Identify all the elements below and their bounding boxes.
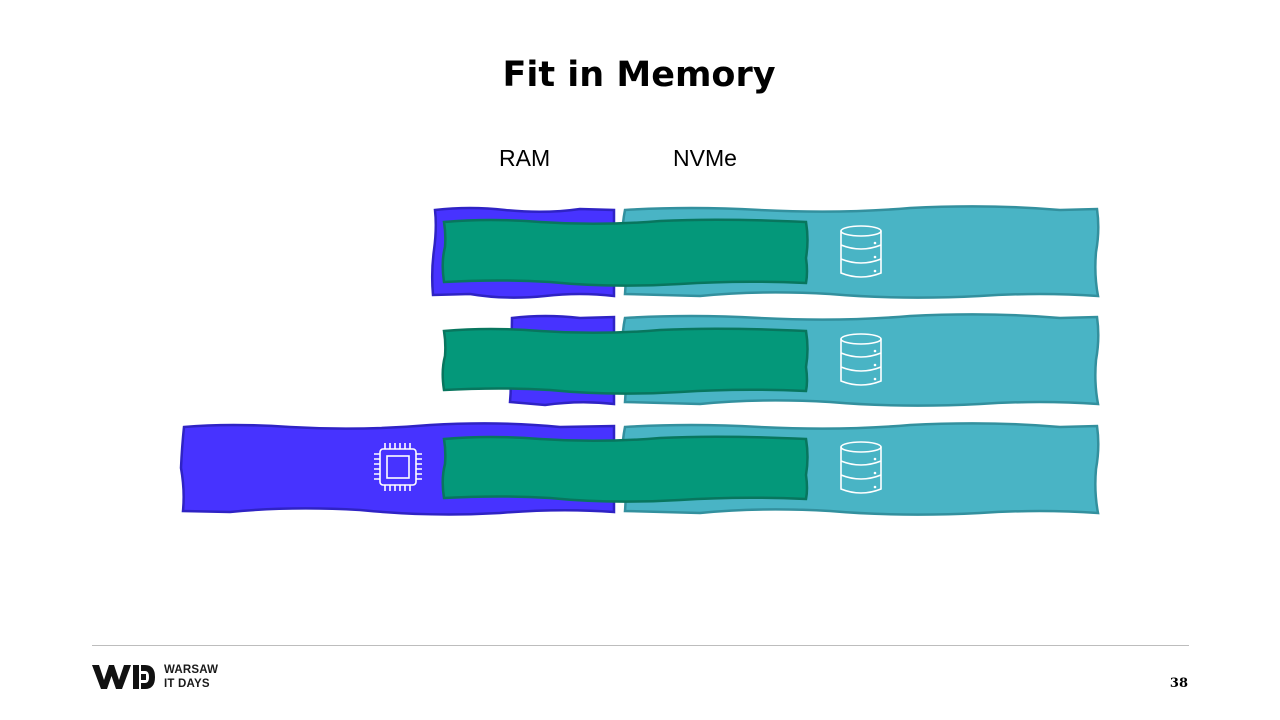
footer-divider bbox=[92, 645, 1189, 646]
memory-row-3 bbox=[179, 422, 1100, 516]
wid-logo bbox=[92, 665, 155, 689]
data-block bbox=[441, 218, 809, 287]
memory-row-2 bbox=[441, 313, 1100, 407]
database-icon bbox=[840, 441, 882, 494]
data-block bbox=[441, 327, 809, 395]
data-block bbox=[441, 435, 809, 503]
nvme-column-label: NVMe bbox=[673, 145, 737, 171]
cpu-chip-icon bbox=[374, 443, 422, 491]
brand-line-1: WARSAW bbox=[164, 664, 219, 676]
brand-wordmark: WARSAW IT DAYS bbox=[164, 663, 218, 691]
page-number: 38 bbox=[1169, 676, 1188, 691]
database-icon bbox=[840, 225, 882, 278]
memory-row-1 bbox=[430, 205, 1100, 299]
database-icon bbox=[840, 333, 882, 386]
ram-column-label: RAM bbox=[499, 145, 551, 171]
slide-title: Fit in Memory bbox=[502, 55, 776, 95]
brand-line-2: IT DAYS bbox=[164, 678, 210, 690]
